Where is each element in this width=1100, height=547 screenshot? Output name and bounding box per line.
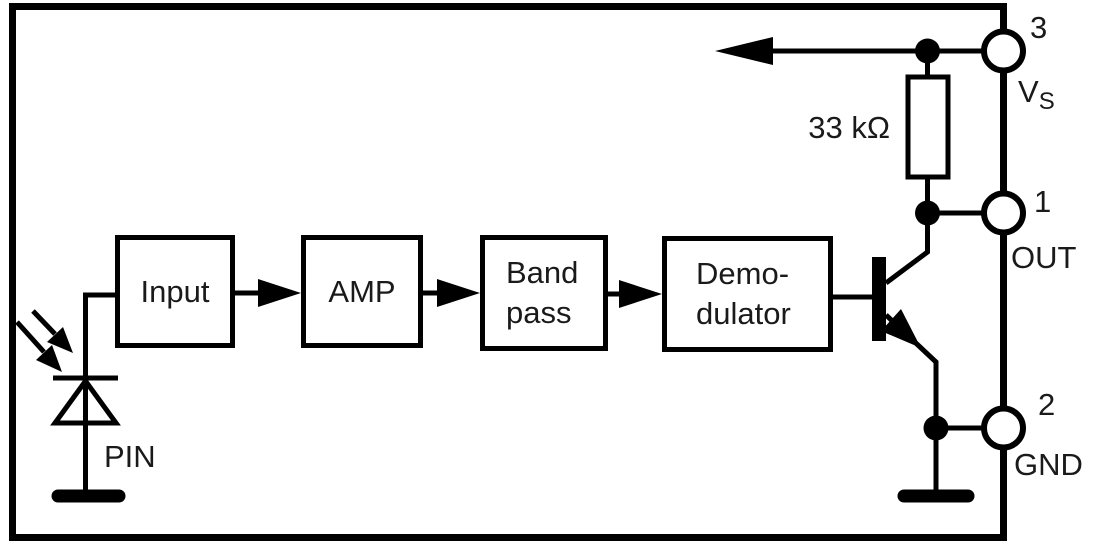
pin-circle-out [981, 190, 1026, 236]
arrow-input-amp-icon [258, 279, 301, 307]
pin2-name-label: GND [1014, 447, 1083, 482]
pin2-number-label: 2 [1038, 387, 1056, 422]
pin3-number-label: 3 [1030, 10, 1048, 45]
photodiode-symbol [50, 376, 121, 426]
block-input-label: Input [140, 273, 210, 309]
photodiode-label: PIN [104, 439, 156, 474]
block-bandpass-label-line2: pass [506, 295, 572, 330]
emitter-arrow-icon [881, 309, 921, 348]
junction-dot [915, 38, 940, 64]
package-outline [9, 3, 1007, 541]
block-demodulator-label-line1: Demo- [696, 256, 790, 291]
block-bandpass: Band pass [480, 235, 608, 351]
pin-circle-gnd [981, 405, 1026, 451]
block-input: Input [115, 235, 235, 348]
block-demodulator-label-line2: dulator [696, 296, 791, 331]
block-amp-label: AMP [328, 273, 396, 309]
resistor-value-label: 33 kΩ [808, 110, 890, 145]
pin1-number-label: 1 [1034, 184, 1052, 219]
resistor-symbol [905, 74, 951, 180]
light-ray-2-arrow-icon [36, 345, 62, 372]
supply-arrow-icon [715, 37, 773, 65]
light-ray-1-arrow-icon [47, 327, 73, 353]
pin1-name-label: OUT [1011, 240, 1077, 275]
block-amp: AMP [301, 235, 423, 348]
junction-dot [915, 200, 940, 226]
arrow-amp-bandpass-icon [437, 279, 480, 307]
light-ray-2-wire [15, 320, 46, 354]
block-bandpass-label-line1: Band [506, 255, 579, 290]
pin3-name-subscript: S [1038, 88, 1055, 115]
collector-wire [884, 213, 930, 286]
npn-transistor-base-bar [872, 257, 886, 341]
pin3-name-label: VS [1018, 76, 1055, 114]
arrow-bandpass-demod-icon [619, 280, 662, 308]
pin-circle-vs [981, 28, 1026, 74]
pin3-name-main: V [1018, 74, 1039, 109]
light-ray-1-wire [31, 309, 57, 336]
block-demodulator: Demo- dulator [662, 236, 833, 352]
junction-dot [923, 415, 949, 441]
